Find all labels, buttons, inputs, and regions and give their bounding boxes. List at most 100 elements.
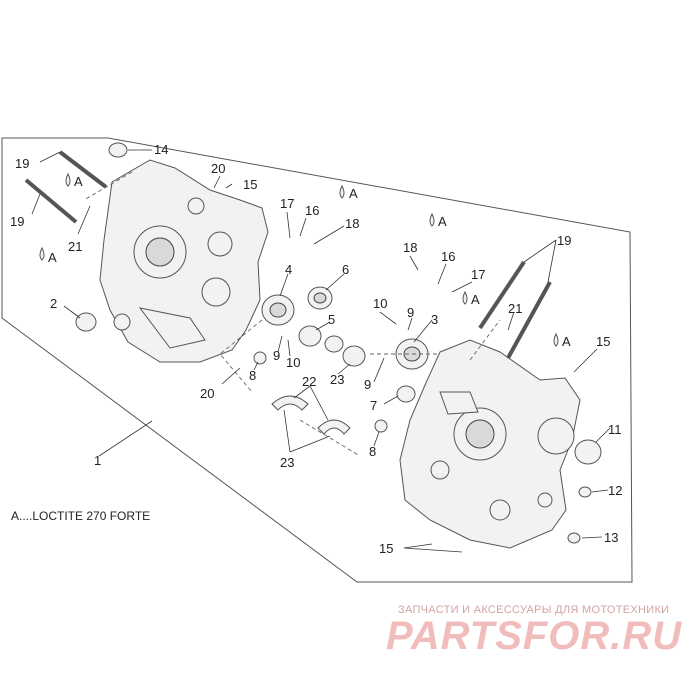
callout-23: 23 bbox=[280, 455, 294, 470]
watermark-logo: PARTSFOR.RU bbox=[386, 614, 683, 658]
dowel-8-left bbox=[253, 351, 267, 365]
leader-15c bbox=[403, 543, 433, 549]
bearing-shell-lower bbox=[317, 419, 351, 435]
leader-22a bbox=[293, 385, 311, 399]
leader-3 bbox=[413, 319, 433, 343]
leader-17b bbox=[451, 281, 473, 293]
leader-7 bbox=[383, 395, 399, 405]
callout-21: 21 bbox=[508, 301, 522, 316]
leader-23a bbox=[283, 409, 291, 453]
callout-18: 18 bbox=[403, 240, 417, 255]
callout-4: 4 bbox=[285, 262, 292, 277]
callout-8: 8 bbox=[249, 368, 256, 383]
loctite-drop-icon bbox=[39, 246, 45, 261]
bush-2 bbox=[75, 312, 97, 332]
leader-19c bbox=[523, 239, 557, 263]
callout-9: 9 bbox=[364, 377, 371, 392]
leader-8a bbox=[253, 361, 259, 371]
leader-22b bbox=[309, 385, 329, 421]
callout-20: 20 bbox=[200, 386, 214, 401]
callout-3: 3 bbox=[431, 312, 438, 327]
bearing-shell-upper bbox=[271, 395, 309, 411]
bearing-23-left bbox=[342, 345, 366, 367]
leader-9c bbox=[407, 317, 413, 331]
loctite-drop-icon bbox=[553, 332, 559, 347]
callout-5: 5 bbox=[328, 312, 335, 327]
leader-19a bbox=[39, 151, 61, 163]
callout-13: 13 bbox=[604, 530, 618, 545]
leader-11 bbox=[595, 427, 611, 443]
loctite-marker: A bbox=[562, 334, 571, 349]
leader-19d bbox=[547, 239, 557, 283]
callout-12: 12 bbox=[608, 483, 622, 498]
callout-10: 10 bbox=[373, 296, 387, 311]
leader-9a bbox=[277, 335, 283, 353]
callout-23: 23 bbox=[330, 372, 344, 387]
leader-8b bbox=[373, 431, 380, 447]
assembly-line-2 bbox=[219, 319, 263, 393]
loctite-marker: A bbox=[74, 174, 83, 189]
leader-10a bbox=[379, 311, 397, 325]
leader-15a bbox=[225, 183, 233, 189]
leader-10b bbox=[287, 339, 291, 357]
leader-6 bbox=[325, 273, 345, 291]
right-crankcase-half bbox=[399, 339, 581, 549]
callout-22: 22 bbox=[302, 374, 316, 389]
loctite-marker: A bbox=[471, 292, 480, 307]
assembly-line-1 bbox=[83, 171, 133, 201]
loctite-legend: A....LOCTITE 270 FORTE bbox=[11, 509, 151, 523]
seal-7 bbox=[396, 385, 416, 403]
leader-4 bbox=[279, 273, 289, 297]
leader-21b bbox=[507, 311, 515, 331]
loctite-marker: A bbox=[349, 186, 358, 201]
callout-9: 9 bbox=[273, 348, 280, 363]
callout-2: 2 bbox=[50, 296, 57, 311]
leader-15d bbox=[403, 547, 463, 553]
leader-19b bbox=[31, 193, 41, 215]
loctite-drop-icon bbox=[462, 290, 468, 305]
loctite-drop-icon bbox=[339, 184, 345, 199]
leader-21a bbox=[77, 205, 91, 235]
leader-9b bbox=[373, 357, 385, 383]
leader-16b bbox=[437, 263, 447, 285]
callout-17: 17 bbox=[280, 196, 294, 211]
callout-19: 19 bbox=[15, 156, 29, 171]
stud-pair-right bbox=[478, 260, 552, 359]
leader-12 bbox=[591, 489, 609, 493]
callout-19: 19 bbox=[10, 214, 24, 229]
callout-9: 9 bbox=[407, 305, 414, 320]
callout-10: 10 bbox=[286, 355, 300, 370]
assembly-boundary bbox=[1, 137, 633, 583]
leader-15b bbox=[573, 348, 598, 373]
dowel-8-right bbox=[374, 419, 388, 433]
callout-21: 21 bbox=[68, 239, 82, 254]
bearing-5 bbox=[298, 325, 322, 347]
leader-1 bbox=[98, 420, 153, 457]
leader-17a bbox=[286, 211, 291, 239]
callout-16: 16 bbox=[305, 203, 319, 218]
callout-17: 17 bbox=[471, 267, 485, 282]
leader-18a bbox=[313, 225, 345, 245]
leader-18b bbox=[409, 255, 419, 271]
callout-6: 6 bbox=[342, 262, 349, 277]
seal-11 bbox=[574, 439, 602, 465]
leader-23b bbox=[289, 435, 331, 453]
watermark-caption: ЗАПЧАСТИ И АКСЕССУАРЫ ДЛЯ МОТОТЕХНИКИ bbox=[398, 604, 670, 616]
circlip bbox=[324, 335, 344, 353]
oring-13 bbox=[567, 532, 581, 544]
oil-seal-14 bbox=[108, 142, 128, 158]
assembly-line-3 bbox=[299, 419, 361, 457]
callout-16: 16 bbox=[441, 249, 455, 264]
leader-23c bbox=[337, 363, 351, 375]
leader-5 bbox=[315, 321, 331, 331]
left-crankcase-half bbox=[99, 159, 269, 363]
oring-12 bbox=[578, 486, 592, 498]
leader-13 bbox=[581, 536, 603, 539]
callout-7: 7 bbox=[370, 398, 377, 413]
leader-20a bbox=[213, 175, 221, 189]
callout-15: 15 bbox=[379, 541, 393, 556]
callout-15: 15 bbox=[243, 177, 257, 192]
assembly-line-5 bbox=[469, 319, 501, 361]
callout-14: 14 bbox=[154, 142, 168, 157]
